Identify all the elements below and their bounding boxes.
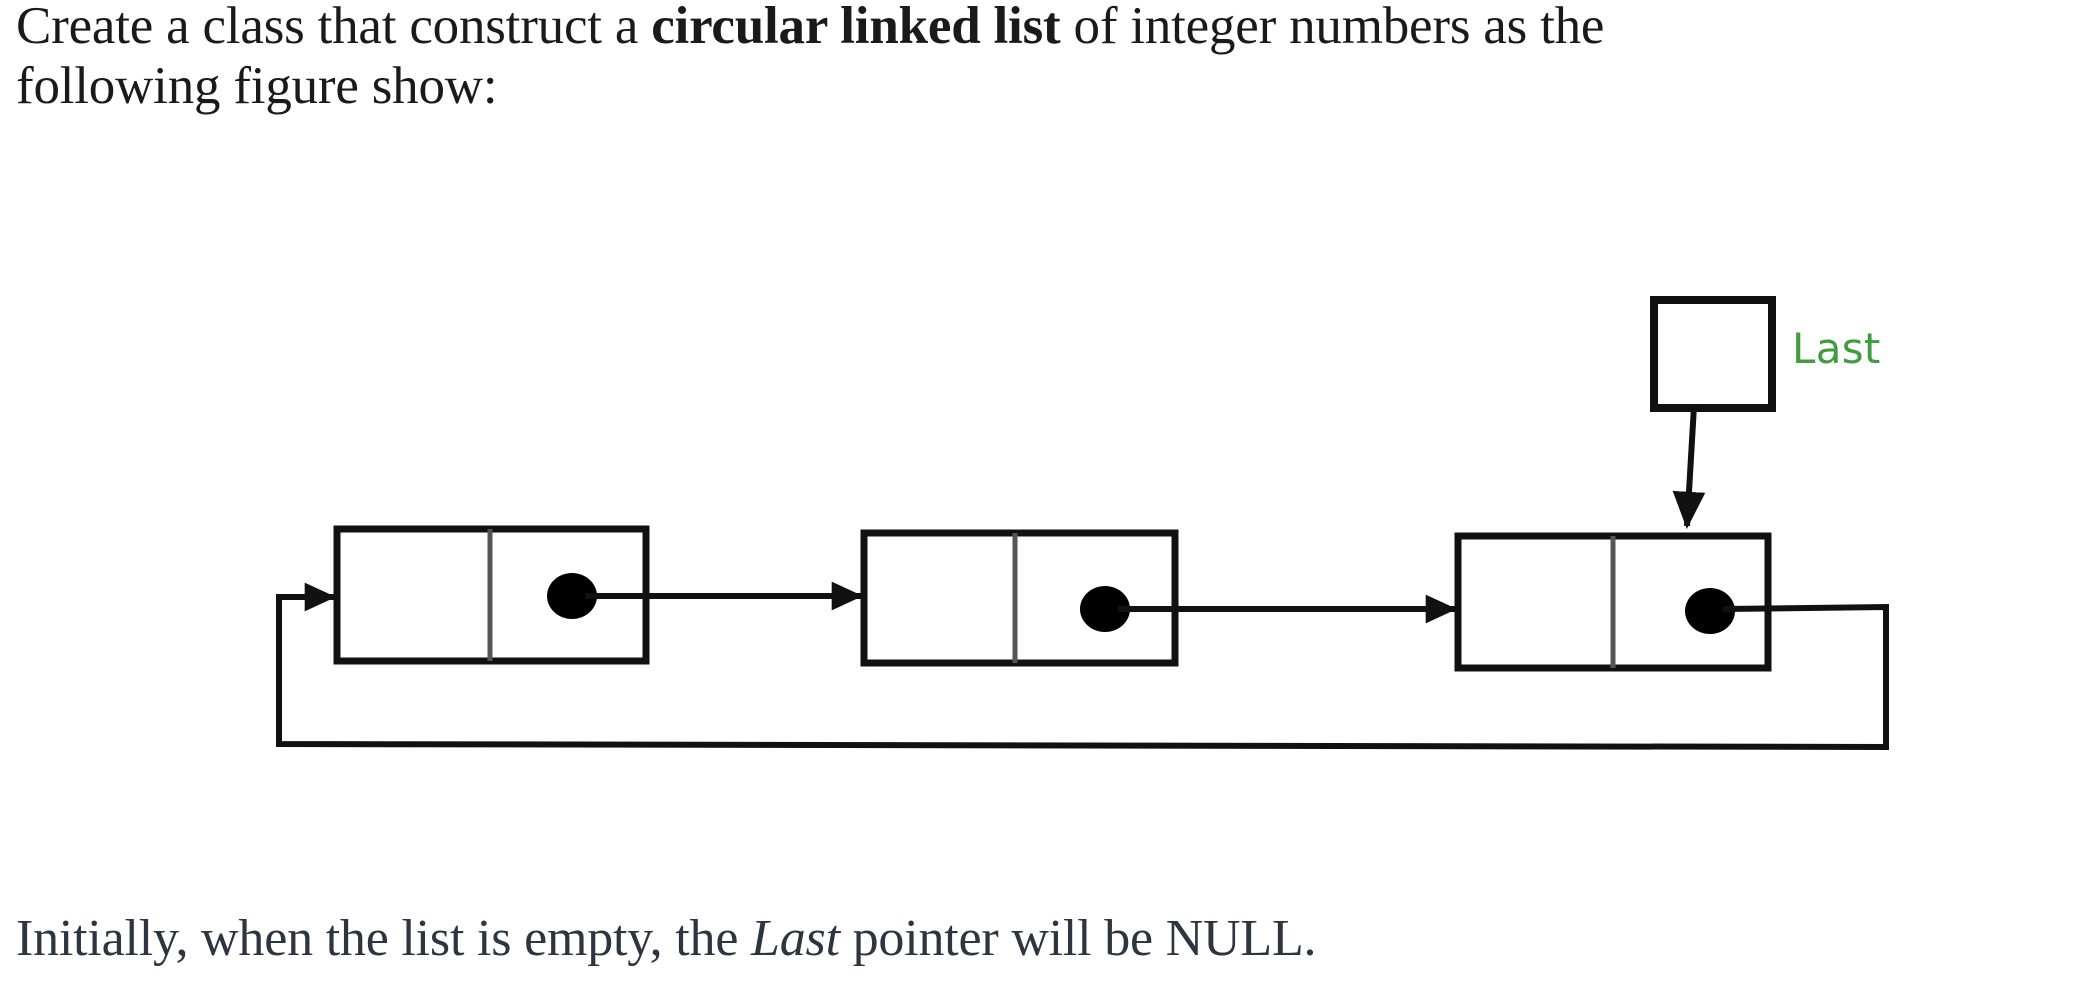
wraparound-arrow	[276, 582, 1889, 751]
node-2	[860, 529, 1179, 667]
edge-last-to-node3	[1672, 405, 1706, 529]
prompt-emphasis-circular-linked-list: circular linked list	[651, 0, 1061, 55]
last-to-node3-arrow	[1672, 405, 1706, 529]
caption-emphasis-last: Last	[751, 910, 840, 967]
prompt-line2: following figure show:	[16, 57, 498, 116]
node-3-next-pointer-dot	[1685, 588, 1735, 634]
caption-paragraph: Initially, when the list is empty, the L…	[16, 910, 2064, 967]
node-3	[1454, 532, 1772, 672]
circular-linked-list-figure: Last	[0, 150, 2080, 880]
prompt-line1-part-a: Create a class that construct a	[16, 0, 652, 55]
caption-part-a: Initially, when the list is empty, the	[16, 910, 752, 967]
edge-node3-wraparound-to-node1	[276, 582, 1889, 751]
caption-part-b: pointer will be NULL.	[839, 910, 1317, 967]
node-1-next-pointer-dot	[547, 573, 597, 619]
last-pointer-label: Last	[1792, 324, 1881, 373]
last-pointer-box	[1650, 296, 1776, 412]
prompt-line1-part-b: of integer numbers as the	[1060, 0, 1605, 55]
prompt-paragraph: Create a class that construct a circular…	[16, 0, 2064, 117]
node-2-box	[860, 529, 1179, 667]
last-box-rect	[1650, 296, 1776, 412]
node-2-next-pointer-dot	[1080, 586, 1130, 632]
figure-svg	[276, 296, 1889, 751]
